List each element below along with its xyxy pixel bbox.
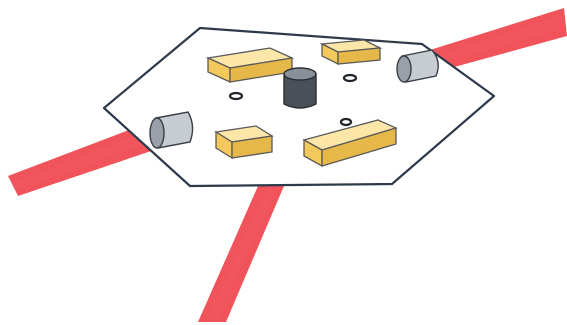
- screw-hole-3: [339, 117, 353, 127]
- optic-block-3: [214, 125, 274, 160]
- laser-beam-right: [430, 8, 567, 72]
- mirror-mount-right: [396, 49, 439, 83]
- cylindrical-post: [283, 67, 317, 109]
- mirror-mount-left: [149, 111, 194, 149]
- screw-hole-2: [342, 73, 358, 83]
- screw-hole-1: [228, 91, 244, 101]
- optic-block-4: [302, 119, 398, 168]
- laser-beam-left: [8, 122, 160, 196]
- optic-block-1: [205, 47, 295, 84]
- laser-beam-bottom: [198, 186, 284, 322]
- optic-block-2: [319, 39, 383, 66]
